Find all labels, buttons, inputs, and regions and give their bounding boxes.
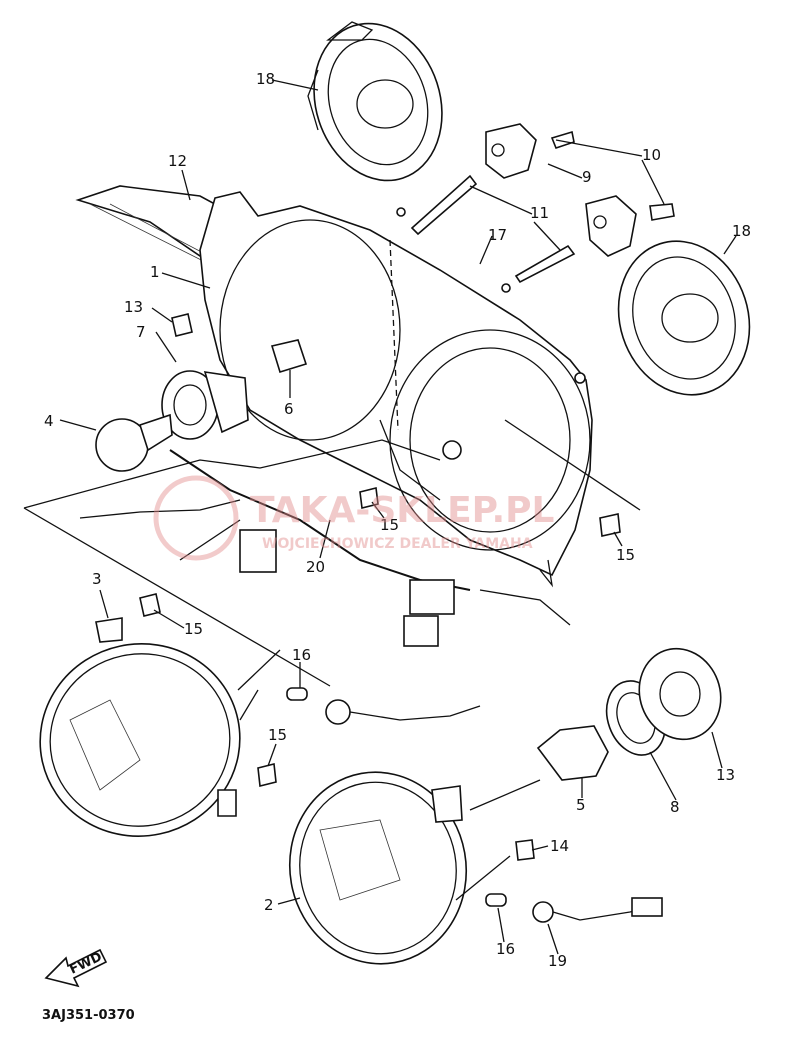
callout-18-top: 18 <box>256 70 275 88</box>
callout-8: 8 <box>670 798 680 816</box>
callout-16-upper: 16 <box>292 646 311 664</box>
part-13-cap <box>638 647 722 741</box>
callout-leaders <box>59 79 737 955</box>
part-20-harness <box>79 449 571 647</box>
callout-14-lower: 14 <box>550 837 569 855</box>
part-18-upper-housing <box>307 21 443 182</box>
callout-15-left: 15 <box>184 620 203 638</box>
callout-15-lower: 15 <box>268 726 287 744</box>
watermark-logo-icon <box>153 475 239 561</box>
part-17-pins <box>396 207 511 293</box>
callout-15-right: 15 <box>616 546 635 564</box>
callout-11: 11 <box>530 204 549 222</box>
part-6-connector <box>270 339 308 373</box>
leader-lines <box>23 239 641 901</box>
part-7-socket <box>161 370 249 440</box>
callout-16-lower: 16 <box>496 940 515 958</box>
callout-12: 12 <box>168 152 187 170</box>
callout-3: 3 <box>92 570 102 588</box>
part-9-bracket <box>485 123 637 257</box>
callout-4: 4 <box>44 412 54 430</box>
bulb-socket-cable <box>325 699 481 725</box>
callout-18-right: 18 <box>732 222 751 240</box>
part-18-right-housing <box>617 240 751 396</box>
part-5-bulb <box>536 725 609 781</box>
callout-9: 9 <box>582 168 592 186</box>
part-10-bolt <box>550 130 675 221</box>
callout-14-upper: 13 <box>124 298 143 316</box>
callout-13: 13 <box>716 766 735 784</box>
callout-7: 7 <box>136 323 146 341</box>
callout-labels: 18 12 1 13 7 6 4 10 9 11 17 18 15 15 20 … <box>44 70 751 970</box>
diagram-code: 3AJ351-0370 <box>42 1008 135 1023</box>
callout-2: 2 <box>264 896 274 914</box>
watermark-subtitle: WOJCIECHOWICZ DEALER YAMAHA <box>262 536 533 552</box>
fwd-arrow-icon: FWD <box>44 948 108 988</box>
watermark: TAKA-SKLEP.PL WOJCIECHOWICZ DEALER YAMAH… <box>153 475 554 561</box>
part-2-headlight <box>288 771 468 965</box>
part-19-cable <box>532 897 663 923</box>
callout-19: 19 <box>548 952 567 970</box>
part-4-bulb <box>95 413 173 472</box>
part-16-bulbs <box>286 687 507 907</box>
part-15-nuts <box>139 487 621 787</box>
part-14-clip <box>171 313 535 861</box>
part-3-headlight <box>39 617 241 837</box>
callout-20: 20 <box>306 558 325 576</box>
callout-1: 1 <box>150 263 160 281</box>
watermark-title: TAKA-SKLEP.PL <box>250 490 554 531</box>
callout-5: 5 <box>576 796 586 814</box>
callout-15-center: 15 <box>380 516 399 534</box>
callout-6: 6 <box>284 400 294 418</box>
callout-10: 10 <box>642 146 661 164</box>
callout-17: 17 <box>488 226 507 244</box>
fwd-label: FWD <box>67 950 104 978</box>
part-11-screws <box>410 174 576 284</box>
